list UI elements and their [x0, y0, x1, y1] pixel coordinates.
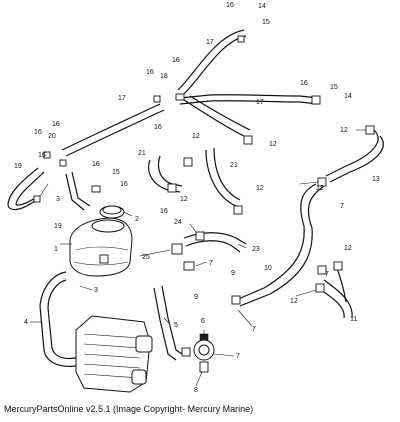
- callout-11: 11: [350, 316, 357, 323]
- callout-3a: 3: [94, 287, 98, 294]
- callout-13: 13: [372, 176, 380, 183]
- callout-25: 25: [142, 254, 150, 261]
- callout-3b: 3: [56, 196, 60, 203]
- callout-17c: 17: [256, 99, 264, 106]
- callout-1: 1: [54, 246, 58, 253]
- callout-12b: 12: [269, 141, 277, 148]
- callout-16f: 16: [52, 121, 60, 128]
- callout-21b: 21: [230, 162, 238, 169]
- callout-14b: 14: [344, 93, 352, 100]
- callout-17b: 17: [118, 95, 126, 102]
- coolant-reservoir: [69, 217, 133, 277]
- callout-16i: 16: [92, 161, 100, 168]
- callout-21a: 21: [138, 150, 146, 157]
- callout-12c: 12: [340, 127, 348, 134]
- hose-12-upper: [183, 95, 251, 137]
- heat-exchanger: [75, 315, 153, 393]
- reservoir-cap: [99, 205, 125, 219]
- callout-20: 20: [48, 133, 56, 140]
- callout-5: 5: [174, 322, 178, 329]
- callout-16e: 16: [300, 80, 308, 87]
- hose-23-24: [183, 232, 247, 253]
- leader-lines: [30, 129, 366, 387]
- callout-12g: 12: [290, 298, 298, 305]
- callout-15c: 15: [112, 169, 120, 176]
- callout-12d: 12: [256, 185, 264, 192]
- callout-labels: 1 2 3 3 4 5 6 7 7 7 7 7 8 9 9 10 11 12 1…: [14, 2, 380, 394]
- callout-24: 24: [174, 219, 182, 226]
- callout-16k: 16: [160, 208, 168, 215]
- callout-9a: 9: [194, 294, 198, 301]
- hose-21-left: [147, 155, 183, 193]
- hose-17-center-right: [179, 94, 319, 105]
- callout-19b: 19: [54, 223, 62, 230]
- hose-5: [153, 285, 183, 361]
- hose-4: [39, 271, 77, 367]
- callout-10: 10: [264, 265, 272, 272]
- callout-14a: 14: [258, 3, 266, 10]
- callout-23: 23: [252, 246, 260, 253]
- callout-6: 6: [201, 318, 205, 325]
- callout-16a: 16: [226, 2, 234, 9]
- callout-12h: 12: [316, 185, 324, 192]
- callout-18: 18: [160, 73, 168, 80]
- callout-17a: 17: [206, 39, 214, 46]
- callout-7b: 7: [252, 326, 256, 333]
- callout-9b: 9: [231, 270, 235, 277]
- image-caption: MercuryPartsOnline v2.5.1 (Image Copyrig…: [4, 404, 254, 414]
- callout-15b: 15: [330, 84, 338, 91]
- callout-19a: 19: [14, 163, 22, 170]
- callout-16j: 16: [120, 181, 128, 188]
- callout-16b: 16: [146, 69, 154, 76]
- callout-8: 8: [194, 387, 198, 394]
- callout-12a: 12: [192, 133, 200, 140]
- hose-19-center: [65, 171, 91, 211]
- callout-7a: 7: [236, 353, 240, 360]
- thermostat-housing: [193, 333, 215, 373]
- callout-15a: 15: [262, 19, 270, 26]
- callout-12f: 12: [344, 245, 352, 252]
- hose-13: [325, 129, 384, 183]
- callout-2: 2: [135, 216, 139, 223]
- callout-12e: 12: [180, 196, 188, 203]
- hose-19-left: [7, 167, 45, 211]
- hose-10: [235, 183, 325, 307]
- hose-clamps: [33, 35, 375, 357]
- callout-7e: 7: [340, 203, 344, 210]
- callout-16g: 16: [34, 129, 42, 136]
- callout-16d: 16: [154, 124, 162, 131]
- callout-7c: 7: [209, 260, 213, 267]
- callout-7d: 7: [325, 271, 329, 278]
- hose-17-left: [61, 103, 165, 157]
- callout-16h: 16: [38, 152, 46, 159]
- callout-16c: 16: [172, 57, 180, 64]
- parts-diagram: 1 2 3 3 4 5 6 7 7 7 7 7 8 9 9 10 11 12 1…: [7, 2, 384, 394]
- callout-4: 4: [24, 319, 28, 326]
- hose-21-right: [205, 147, 241, 207]
